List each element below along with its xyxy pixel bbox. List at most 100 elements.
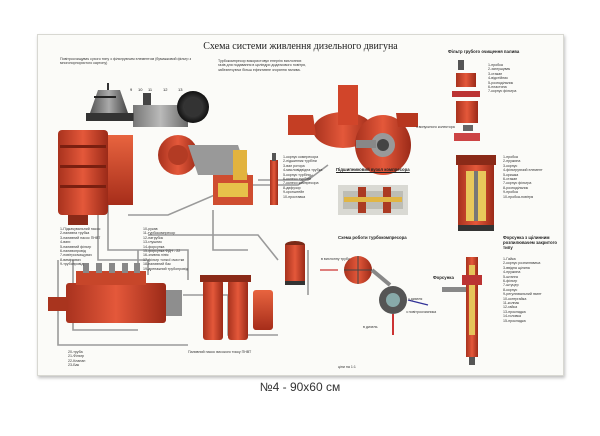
bottom-item: 20-труба <box>68 350 83 354</box>
left-item: 5-паливний фільтр <box>60 244 92 249</box>
injector-item: 8-корпус <box>503 287 518 292</box>
bottom-item: 21-Фільтр <box>68 354 85 359</box>
right-filter-item: 4-фільтруючий елемент <box>503 168 543 173</box>
mid-item: 19-дренажний трубопровід <box>143 266 188 271</box>
center-item: 2-підшипник турбіни <box>283 159 317 164</box>
label-to-diesel: з дизеля <box>408 297 423 301</box>
injection-pump <box>48 263 182 323</box>
mid-item: 18-паливний бак <box>143 262 171 267</box>
mid-item: 12-патрубок <box>143 235 164 240</box>
right-filter-item: 7-корпус фільтра <box>503 181 532 186</box>
turbo-work-scheme <box>320 256 429 335</box>
mid-item: 13-глушник <box>143 240 162 245</box>
injector-item: 6-фільтр <box>503 279 518 284</box>
poster: Схема системи живлення дизельного двигун… <box>37 34 564 376</box>
label-from-exhaust: з випускного колектора <box>416 125 455 129</box>
center-item: 4-масловідвідна трубка <box>283 168 323 173</box>
injector-title: Форсунка з щілинним розпилювачем закрито… <box>503 235 557 250</box>
injector-item: 5-штанга <box>503 274 518 279</box>
bearing-title: Підшипниковий вузол компресора <box>336 167 410 172</box>
left-item: 8-вимірювач <box>60 257 81 262</box>
injector-item: 4-пружина <box>503 270 521 275</box>
footnote: ціни на 1:1 <box>338 365 356 369</box>
right-filter-item: 1-пробка <box>503 155 518 159</box>
right-filter-item: 2-пружина <box>503 159 521 164</box>
injector-item: 11-колпак <box>503 301 520 306</box>
bottom-item: 22-Клапан <box>68 358 86 363</box>
center-list: 1-корпус компресора 2-підшипник турбіни … <box>283 155 363 199</box>
label-to-exhaust: в вихлопну трубу <box>321 257 350 261</box>
center-item: 5-корпус турбіни <box>283 172 311 177</box>
bottom-item: 23-Бак <box>68 363 80 368</box>
injector-item: 7-штуцер <box>503 283 519 288</box>
callout-number: 12 <box>163 87 168 92</box>
filter-list: 1-пробка 2-заглушувач 3-стакан 4-відстій… <box>488 63 558 94</box>
diagram-drawing <box>48 60 496 365</box>
poster-caption: №4 - 90x60 см <box>259 380 341 394</box>
label-injector: Форсунка <box>433 275 454 280</box>
injector-item: 12-гайка <box>503 305 518 310</box>
callout-number: 13 <box>178 87 183 92</box>
bottom-mid-label: Паливний насос високого тиску ПНВТ <box>188 350 252 354</box>
right-filter-item: 5-кришка <box>503 172 519 177</box>
poster-title: Схема системи живлення дизельного двигун… <box>203 41 398 52</box>
callout-number: 10 <box>138 87 143 92</box>
injector-item: 3-ввідна щілина <box>503 265 530 270</box>
right-filter-item: 8-розподільник <box>503 185 529 190</box>
left-item: 3-паливний насос ПНВТ <box>60 235 101 240</box>
subtitle-left: Повітроочищувач сухого типу з фільтруючи… <box>60 57 192 66</box>
mid-item: 16-зливна лінія <box>143 253 169 258</box>
mid-list: 10-рукав 11-турбокомпресор 12-патрубок 1… <box>143 227 243 271</box>
injector-item: 13-прокладка <box>503 309 526 314</box>
mid-item: 10-рукав <box>143 227 158 231</box>
filter-item: 4-відстійник <box>488 76 508 81</box>
air-cleaner <box>86 83 134 121</box>
left-item: 4-ваги <box>60 240 71 245</box>
turbocharger <box>158 135 253 205</box>
injector-cutaway <box>442 257 482 365</box>
right-filter-item: 6-стакан <box>503 177 518 182</box>
label-from-cleaner: з повітроочисника <box>406 310 437 314</box>
coarse-filter <box>452 60 480 141</box>
filter-item: 1-пробка <box>488 63 503 67</box>
injector-item: 2-корпус розпилювача <box>503 261 541 266</box>
fuel-pipes <box>57 164 329 346</box>
right-filter-list: 1-пробка 2-пружина 3-корпус 4-фільтруючи… <box>503 155 563 199</box>
mid-item: 14-форсунка <box>143 244 165 249</box>
filter-item: 5-розподільник <box>488 80 514 85</box>
left-item: 9-трубопровід <box>60 262 84 267</box>
center-item: 8-дифузор <box>283 185 301 190</box>
injector-item: 14-головка <box>503 314 522 319</box>
right-filter-item: 9-пробка <box>503 190 518 195</box>
turbo-intake <box>133 91 209 127</box>
filter-item: 7-корпус фільтра <box>488 89 517 94</box>
bearing-unit <box>338 185 408 215</box>
bottom-left-list: 20-труба 21-Фільтр 22-Клапан 23-Бак <box>68 350 148 368</box>
center-item: 1-корпус компресора <box>283 155 319 159</box>
left-item: 7-повітроочищувач <box>60 253 92 258</box>
mid-item: 15-форсунка ФДН - 22 <box>143 249 181 254</box>
filter-item: 3-стакан <box>488 71 503 76</box>
label-to-engine: в дизель <box>363 325 378 329</box>
left-item: 6-паливопровід <box>60 249 86 254</box>
turbo-work-title: Схема роботи турбокомпресора <box>338 235 407 240</box>
engine-block <box>58 130 133 225</box>
injector-left <box>270 153 278 205</box>
left-item: 2-паливна трубка <box>60 231 90 236</box>
left-list: 1-Підкачувальний насос 2-паливна трубка … <box>60 227 140 267</box>
turbo-cutaway <box>288 85 418 175</box>
fine-filters <box>200 275 273 340</box>
center-item: 10-проставка <box>283 194 306 199</box>
injector-item: 9-регулювальний гвинт <box>503 292 542 297</box>
injector-item: 15-прокладка <box>503 318 526 323</box>
center-item: 7-колесо компресора <box>283 181 319 186</box>
injector-item: 10-контргайка <box>503 296 527 301</box>
injector-item: 1-Гайка <box>503 257 516 261</box>
center-item: 6-колесо турбіни <box>283 177 311 182</box>
turbo-note: Турбокомпресор використовує енергію вихл… <box>218 59 306 72</box>
center-item: 9-кронштейн <box>283 190 305 195</box>
filter-item: 2-заглушувач <box>488 67 511 72</box>
callout-number: 11 <box>148 87 153 92</box>
fine-filter-cutaway <box>456 155 496 231</box>
right-filter-item: 3-корпус <box>503 163 518 168</box>
